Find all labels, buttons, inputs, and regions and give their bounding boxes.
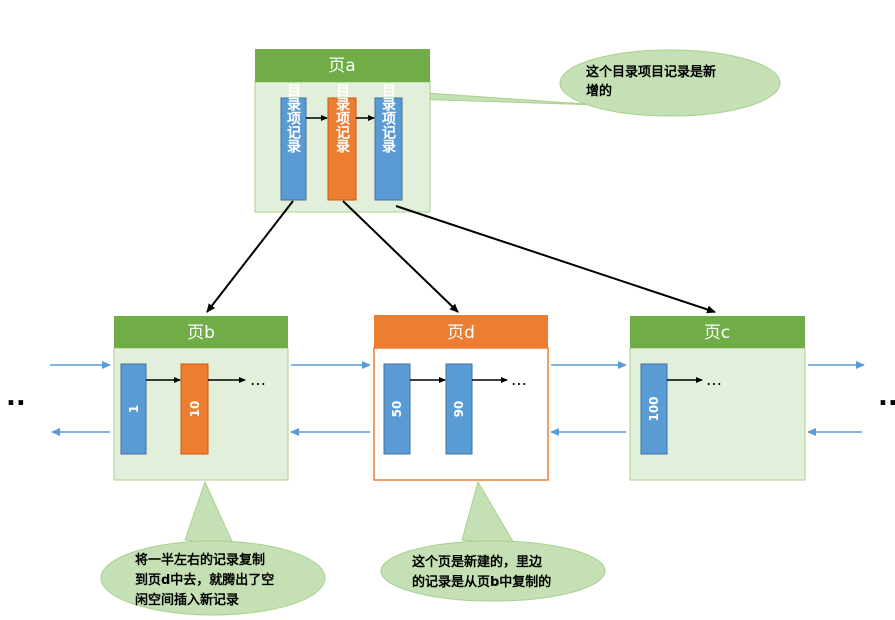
page-a-title: 页a xyxy=(328,56,355,76)
arrow-a-to-b xyxy=(206,200,294,313)
record-b-1 xyxy=(120,363,147,455)
record-d-2 xyxy=(445,363,473,455)
arrow-a-to-d xyxy=(342,200,459,313)
record-b-2-new xyxy=(180,363,209,455)
directory-record-1 xyxy=(280,97,307,201)
page-d-more: … xyxy=(511,370,527,389)
directory-record-3-label: 目录项记录 xyxy=(380,83,396,154)
directory-record-1-label: 目录项记录 xyxy=(285,83,301,154)
page-a: 页a 目录项记录 目录项记录 目录项记录 xyxy=(254,49,431,213)
callout-new-page-line-2: 的记录是从页b中复制的 xyxy=(412,574,551,590)
directory-record-2-new xyxy=(327,97,357,201)
callout-new-directory: 这个目录项目记录是新 增的 xyxy=(344,49,781,117)
page-b-header xyxy=(114,316,288,348)
directory-record-3 xyxy=(374,97,403,201)
page-a-header xyxy=(255,49,430,82)
callout-copy-half: 将一半左右的记录复制 到页d中去，就腾出了空 闲空间插入新记录 xyxy=(100,480,326,616)
left-ellipsis: .. xyxy=(6,382,26,412)
page-d-title: 页d xyxy=(447,323,475,343)
callout-copy-half-line-1: 将一半左右的记录复制 xyxy=(135,552,265,568)
callout-copy-half-line-2: 到页d中去，就腾出了空 xyxy=(135,572,274,588)
page-d-header xyxy=(374,315,548,348)
callout-new-page: 这个页是新建的，里边 的记录是从页b中复制的 xyxy=(380,480,606,602)
page-c-more: … xyxy=(706,370,722,389)
callout-new-directory-line-2: 增的 xyxy=(586,83,612,99)
page-links xyxy=(50,361,865,436)
record-d-1-value: 50 xyxy=(390,401,404,418)
right-ellipsis: .. xyxy=(878,382,895,412)
callout-copy-half-line-3: 闲空间插入新记录 xyxy=(135,592,239,608)
callout-new-directory-line-1: 这个目录项目记录是新 xyxy=(586,64,716,80)
page-d: 页d 50 90 … xyxy=(373,315,549,481)
record-c-1 xyxy=(640,363,668,455)
arrow-a-to-c xyxy=(395,205,716,314)
page-c: 页c 100 … xyxy=(629,316,806,481)
callout-new-page-line-1: 这个页是新建的，里边 xyxy=(412,554,543,570)
page-b: 页b 1 10 … xyxy=(113,316,289,481)
page-b-title: 页b xyxy=(187,323,215,343)
page-c-header xyxy=(630,316,805,348)
page-c-title: 页c xyxy=(704,323,730,343)
record-b-1-value: 1 xyxy=(127,405,141,413)
record-d-1 xyxy=(383,363,411,455)
record-d-2-value: 90 xyxy=(452,401,466,418)
page-b-more: … xyxy=(250,370,266,389)
record-b-2-value: 10 xyxy=(188,401,202,418)
directory-record-2-label: 目录项记录 xyxy=(334,83,350,154)
record-c-1-value: 100 xyxy=(647,396,661,421)
